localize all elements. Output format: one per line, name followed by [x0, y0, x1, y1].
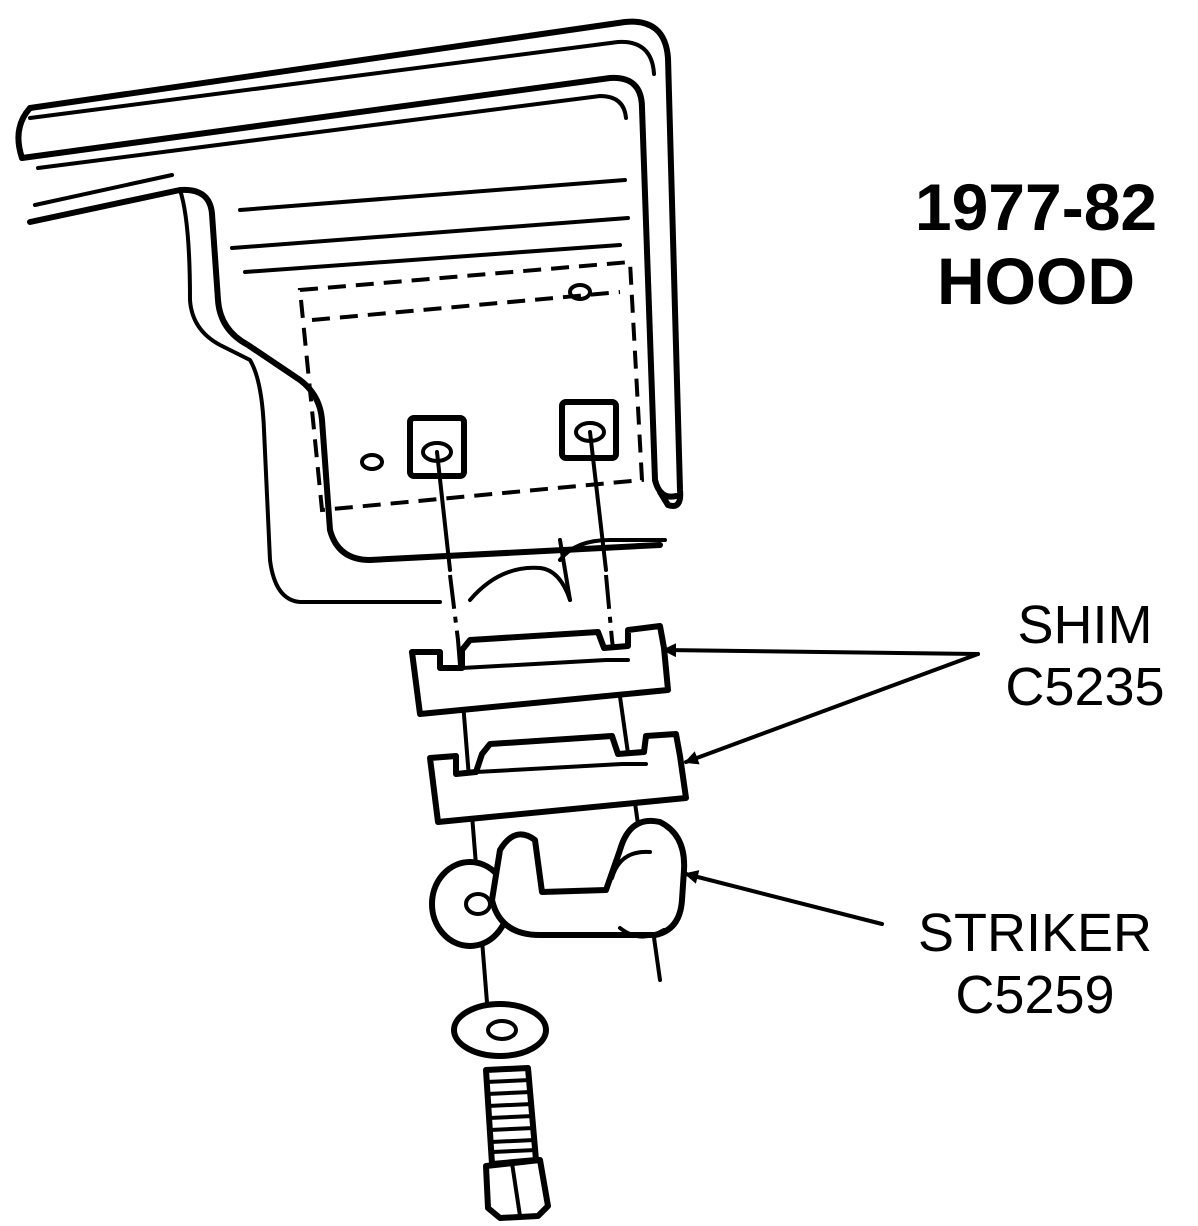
striker — [429, 817, 688, 949]
title-part: HOOD — [937, 244, 1135, 318]
shim-lower — [427, 731, 689, 825]
striker-name: STRIKER — [917, 903, 1153, 963]
washer — [451, 1001, 549, 1059]
diagram-title: 1977-82 HOOD — [876, 170, 1196, 318]
callout-arrows — [662, 643, 980, 926]
title-years: 1977-82 — [914, 170, 1158, 244]
striker-part-number: C5259 — [955, 965, 1115, 1025]
bolt — [483, 1065, 551, 1221]
hood-panel — [15, 18, 684, 604]
shim-part-number: C5235 — [1005, 657, 1165, 717]
striker-callout: STRIKER C5259 — [900, 902, 1170, 1026]
shim-upper — [409, 623, 671, 717]
shim-name: SHIM — [1017, 595, 1153, 655]
shim-callout: SHIM C5235 — [990, 594, 1180, 718]
